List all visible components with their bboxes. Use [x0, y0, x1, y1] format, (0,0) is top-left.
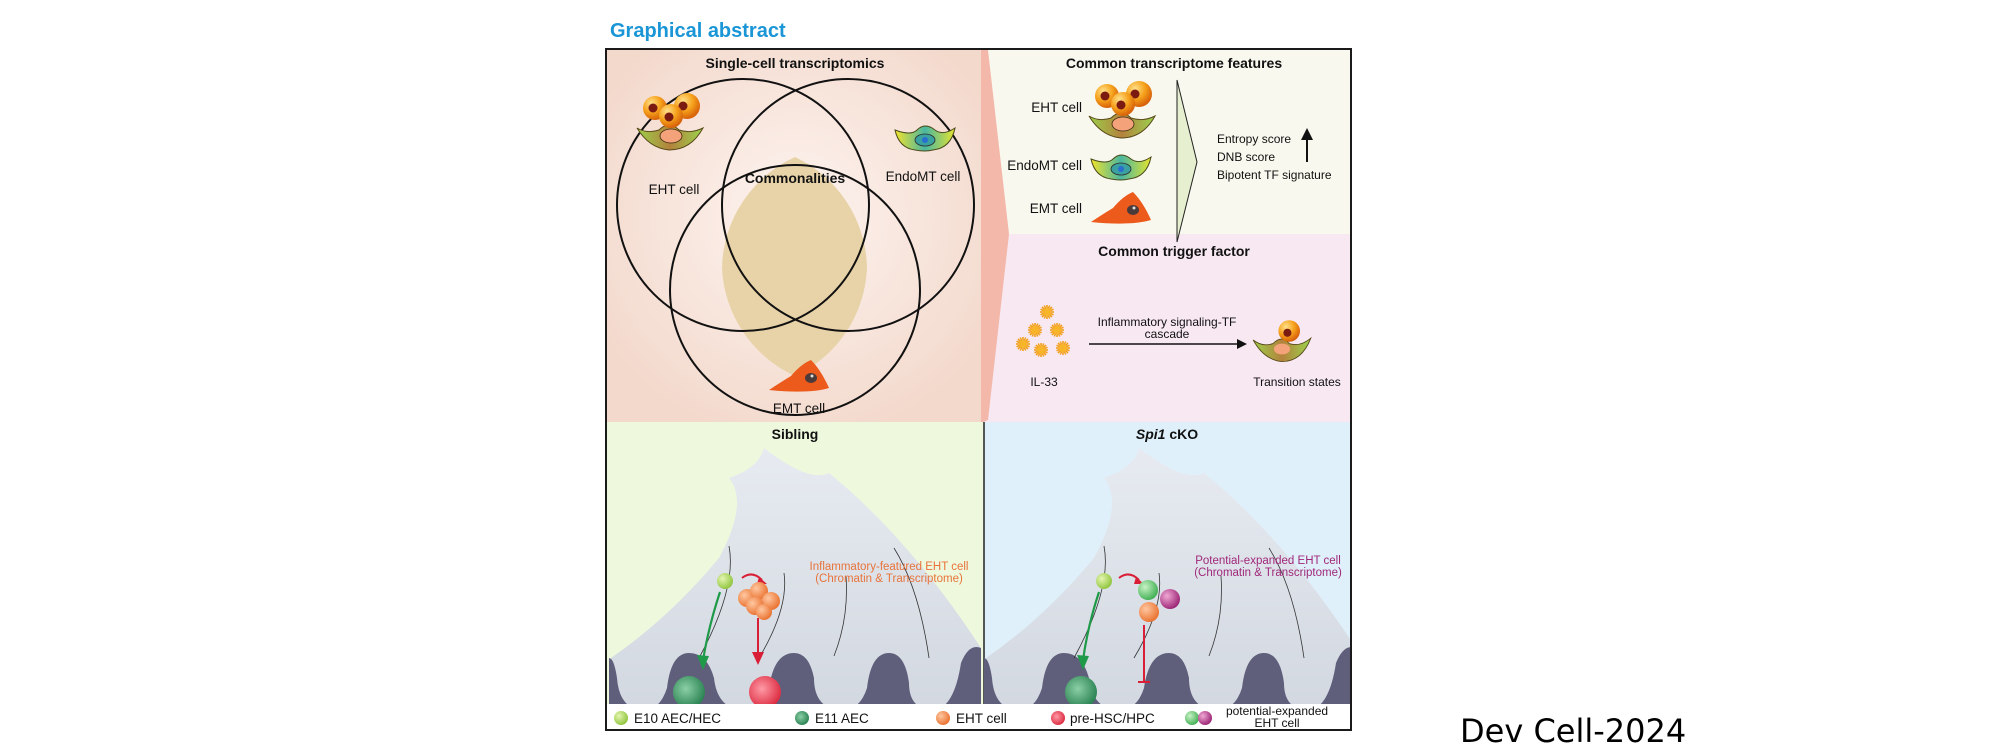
venn-label-eht: EHT cell	[649, 182, 700, 197]
e10-aec-cell-cko	[1096, 573, 1112, 589]
legend-label-prehsc: pre-HSC/HPC	[1070, 711, 1155, 726]
e11-aec-cell	[673, 676, 705, 708]
cko-title-rest: cKO	[1165, 426, 1198, 442]
legend-label-potential-1: potential-expanded	[1226, 704, 1328, 718]
sibling-annotation-1: Inflammatory-featured EHT cell	[810, 561, 969, 573]
green-arrow-cko	[1081, 591, 1101, 661]
legend: E10 AEC/HEC E11 AEC EHT cell pre-HSC/HPC…	[614, 704, 1328, 730]
legend-swatch-eht	[936, 711, 950, 725]
cko-panel-title: Spi1 cKO	[1136, 426, 1198, 442]
sibling-annotation-2: (Chromatin & Transcriptome)	[815, 573, 963, 585]
venn-circle-emt	[669, 164, 921, 416]
trigger-panel-title: Common trigger factor	[1098, 243, 1250, 259]
trigger-arrow-label-2: cascade	[1145, 327, 1190, 341]
source-label: Dev Cell-2024	[1460, 712, 1687, 750]
eht-cell-cluster	[738, 582, 780, 620]
features-cell-eht: EHT cell	[1031, 100, 1082, 115]
pre-hsc-cell	[749, 676, 781, 708]
cko-annotation-1: Potential-expanded EHT cell	[1195, 555, 1341, 567]
features-cell-emt: EMT cell	[1030, 201, 1082, 216]
legend-label-e10: E10 AEC/HEC	[634, 711, 721, 726]
green-arrow	[701, 591, 722, 661]
score-bipotent: Bipotent TF signature	[1217, 168, 1332, 182]
cko-title-gene: Spi1	[1136, 426, 1166, 442]
venn-center-label: Commonalities	[745, 170, 846, 186]
e10-aec-cell	[717, 573, 733, 589]
figure-canvas: Single-cell transcriptomics Commonalitie…	[607, 50, 1350, 730]
transition-cell-icon	[1252, 320, 1312, 363]
venn-panel-title: Single-cell transcriptomics	[706, 55, 885, 71]
graphical-abstract-figure: Single-cell transcriptomics Commonalitie…	[605, 48, 1352, 731]
trigger-arrow-label-1: Inflammatory signaling-TF	[1098, 315, 1237, 329]
e11-aec-cell-cko	[1065, 676, 1097, 708]
legend-bg	[607, 704, 1350, 729]
chevron-arrow-icon	[1176, 79, 1198, 243]
features-panel-bg	[982, 50, 1350, 234]
score-entropy: Entropy score	[1217, 132, 1291, 146]
up-arrow-icon	[1301, 128, 1313, 162]
graphical-abstract-title: Graphical abstract	[610, 20, 786, 42]
venn-circle-eht	[616, 78, 870, 332]
features-cell-endomt: EndoMT cell	[1007, 158, 1082, 173]
legend-swatch-e10	[614, 711, 628, 725]
trigger-target-label: Transition states	[1253, 375, 1341, 389]
right-arrow-icon	[1089, 339, 1247, 349]
potential-green-cell	[1138, 580, 1158, 600]
legend-swatch-potential-green	[1185, 711, 1199, 725]
venn-commonality-region	[722, 157, 867, 376]
legend-label-potential-2: EHT cell	[1254, 716, 1299, 730]
connector-wedge	[981, 50, 1009, 423]
potential-magenta-cell	[1160, 589, 1180, 609]
trigger-source-label: IL-33	[1030, 375, 1058, 389]
sibling-panel-title: Sibling	[772, 426, 819, 442]
legend-swatch-e11	[795, 711, 809, 725]
potential-orange-cell	[1139, 602, 1159, 622]
legend-swatch-potential-magenta	[1198, 711, 1212, 725]
venn-circle-endomt	[721, 78, 975, 332]
legend-label-eht: EHT cell	[956, 711, 1007, 726]
legend-swatch-prehsc	[1051, 711, 1065, 725]
score-dnb: DNB score	[1217, 150, 1275, 164]
cko-annotation-2: (Chromatin & Transcriptome)	[1194, 567, 1342, 579]
venn-label-emt: EMT cell	[773, 401, 825, 416]
legend-label-e11: E11 AEC	[815, 711, 869, 726]
venn-label-endomt: EndoMT cell	[886, 169, 961, 184]
features-panel-title: Common transcriptome features	[1066, 55, 1282, 71]
